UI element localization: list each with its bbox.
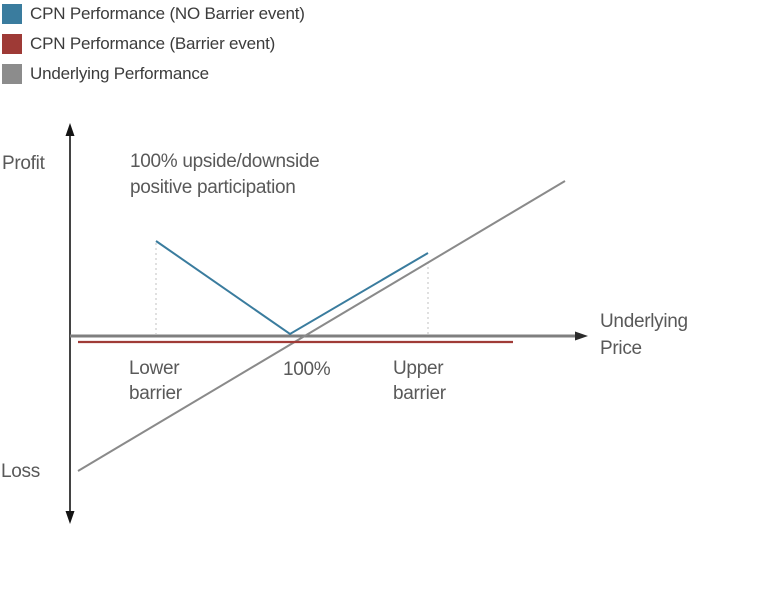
legend-item-cpn-barrier: CPN Performance (Barrier event) — [2, 34, 305, 54]
y-axis-label-profit: Profit — [2, 153, 45, 174]
legend-label-underlying: Underlying Performance — [30, 64, 209, 83]
center-level-label: 100% — [283, 359, 331, 380]
x-axis-label-line2: Price — [600, 338, 642, 359]
legend-item-cpn-no-barrier: CPN Performance (NO Barrier event) — [2, 4, 305, 24]
legend-swatch-red-icon — [2, 34, 22, 54]
legend-label-cpn-barrier: CPN Performance (Barrier event) — [30, 34, 276, 53]
cpn-no-barrier-line — [155, 240, 429, 336]
x-axis-label: Underlying Price — [600, 308, 688, 362]
legend-swatch-gray-icon — [2, 64, 22, 84]
legend: CPN Performance (NO Barrier event) CPN P… — [2, 4, 305, 84]
upper-barrier-label: Upper barrier — [393, 356, 446, 406]
participation-annotation-line2: positive participation — [130, 177, 296, 198]
lower-barrier-label-line1: Lower — [129, 358, 180, 379]
x-axis-arrow-right — [575, 331, 588, 341]
upper-barrier-label-line2: barrier — [393, 383, 446, 404]
y-axis-arrow-down — [65, 511, 75, 524]
legend-item-underlying: Underlying Performance — [2, 64, 305, 84]
legend-label-cpn-no-barrier: CPN Performance (NO Barrier event) — [30, 4, 305, 23]
lower-barrier-label: Lower barrier — [129, 356, 182, 406]
lower-barrier-label-line2: barrier — [129, 383, 182, 404]
underlying-performance-line — [77, 180, 566, 472]
participation-annotation: 100% upside/downside positive participat… — [130, 149, 320, 201]
x-axis-label-line1: Underlying — [600, 311, 688, 332]
legend-swatch-blue-icon — [2, 4, 22, 24]
y-axis-arrow-up — [65, 123, 75, 136]
participation-annotation-line1: 100% upside/downside — [130, 151, 320, 172]
y-axis-label-loss: Loss — [1, 461, 40, 482]
upper-barrier-label-line1: Upper — [393, 358, 444, 379]
